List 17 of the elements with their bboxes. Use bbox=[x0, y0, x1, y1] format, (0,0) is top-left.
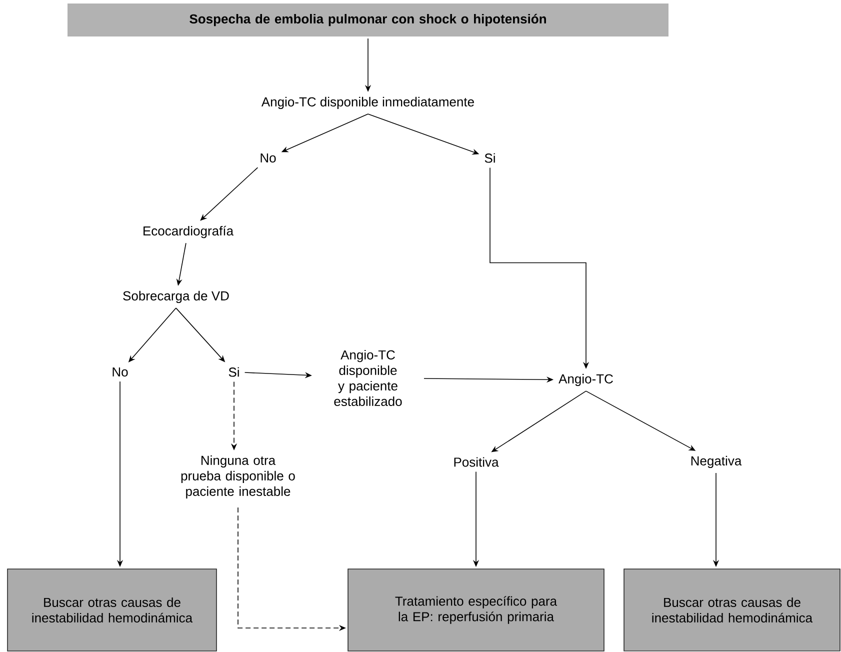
decision-text: Ninguna otra prueba disponible o paciente inestable bbox=[181, 455, 295, 499]
outcome-box: Tratamiento específico para la EP: reperfusión primaria bbox=[348, 568, 604, 652]
decision-text: No bbox=[260, 153, 276, 163]
title-box: Sospecha de embolia pulmonar con shock o hipotensión bbox=[68, 3, 668, 36]
decision-text: Angio-TC disponible inmediatamente bbox=[261, 96, 474, 110]
outcome-box: Buscar otras causas de inestabilidad hemodinámica bbox=[7, 568, 217, 652]
decision-text: Angio-TC disponible y paciente estabilizado bbox=[334, 350, 402, 406]
outcome-box: Buscar otras causas de inestabilidad hemodinámica bbox=[624, 568, 840, 652]
decision-text: Si bbox=[228, 367, 239, 377]
decision-text: Angio-TC bbox=[558, 374, 613, 386]
arrow bbox=[200, 167, 258, 221]
decision-text: No bbox=[112, 367, 128, 377]
decision-text: Negativa bbox=[691, 456, 742, 468]
decision-text: Positiva bbox=[454, 457, 499, 467]
decision-text: Si bbox=[484, 153, 495, 163]
decision-text: Ecocardiografía bbox=[144, 226, 234, 238]
decision-text: Sobrecarga de VD bbox=[123, 290, 229, 304]
